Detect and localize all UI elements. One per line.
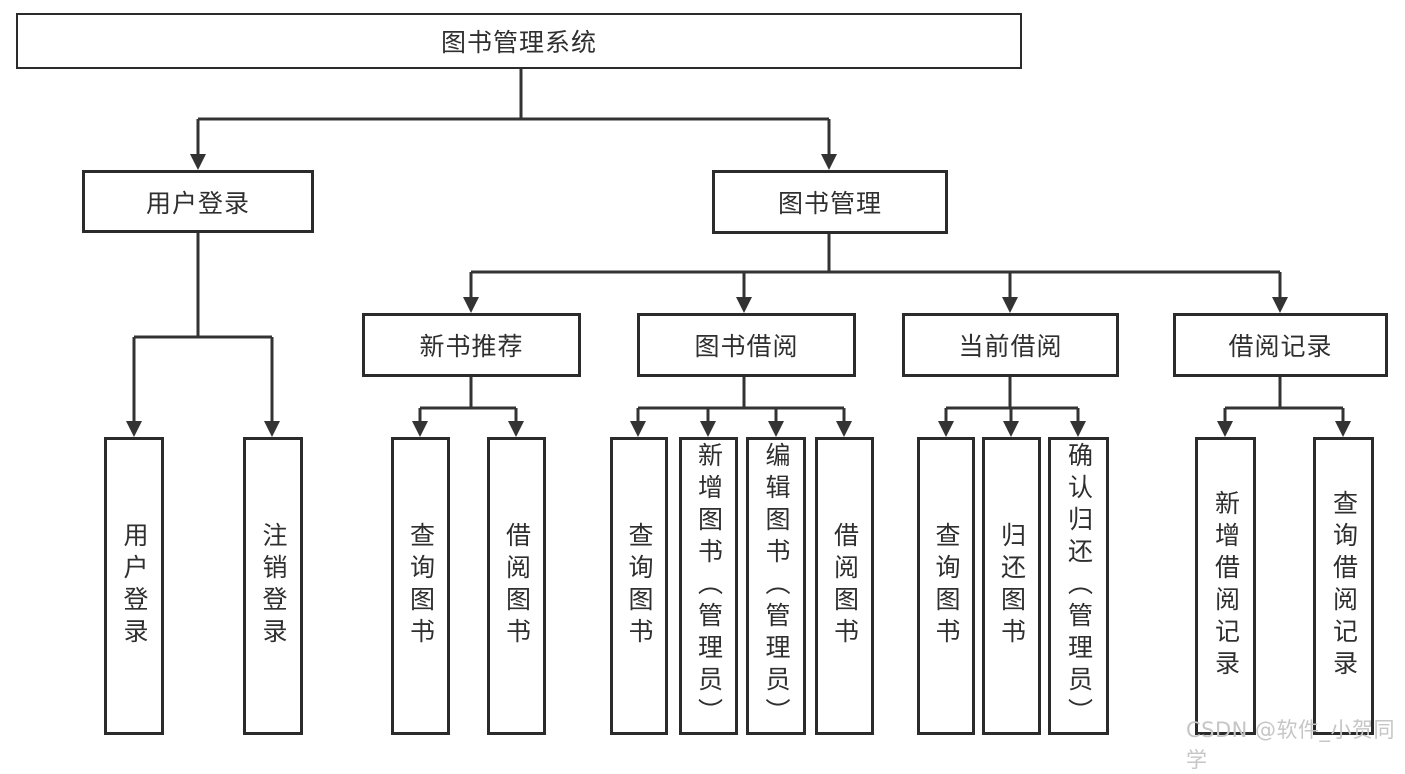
node-leaf-return-book: 归还图书 [982,437,1041,735]
node-user-login: 用户登录 [82,170,314,233]
node-leaf-query-book-current: 查询图书 [917,437,975,735]
node-book-borrow: 图书借阅 [637,313,856,377]
arrowhead [264,421,280,437]
node-current-borrow: 当前借阅 [902,313,1119,377]
node-leaf-borrow-book-recommend: 借阅图书 [487,437,546,735]
node-leaf-edit-book-admin: 编辑图书（管理员） [746,437,806,735]
arrowhead [736,297,752,313]
diagram-canvas: 图书管理系统 用户登录 图书管理 新书推荐 图书借阅 当前借阅 借阅记录 用户登… [16,13,1395,772]
node-leaf-query-book-borrow: 查询图书 [610,437,668,735]
node-leaf-query-borrow-record: 查询借阅记录 [1313,437,1374,735]
node-leaf-user-login: 用户登录 [104,437,164,735]
node-leaf-confirm-return-admin: 确认归还（管理员） [1048,437,1109,735]
arrowhead [126,421,142,437]
arrowhead [1070,421,1086,437]
node-leaf-add-book-admin: 新增图书（管理员） [679,437,738,735]
arrowhead [821,154,837,170]
arrowhead [938,421,954,437]
node-book-management: 图书管理 [712,170,948,234]
arrowhead [836,421,852,437]
arrowhead [1002,297,1018,313]
arrowhead [630,421,646,437]
arrowhead [1217,421,1233,437]
node-borrow-records: 借阅记录 [1173,313,1388,377]
node-leaf-logout: 注销登录 [243,437,303,735]
arrowhead [1003,421,1019,437]
node-root-system: 图书管理系统 [16,13,1022,69]
arrowhead [700,421,716,437]
node-leaf-query-book-recommend: 查询图书 [391,437,450,735]
watermark-text: CSDN @软件_小贺同学 [1186,718,1396,772]
arrowhead [1335,421,1351,437]
node-leaf-add-borrow-record: 新增借阅记录 [1195,437,1256,735]
arrowhead [463,297,479,313]
arrowhead [412,421,428,437]
arrowhead [190,154,206,170]
node-new-book-recommend: 新书推荐 [362,313,581,377]
arrowhead [768,421,784,437]
arrowhead [508,421,524,437]
node-leaf-borrow-book: 借阅图书 [815,437,874,735]
arrowhead [1272,297,1288,313]
